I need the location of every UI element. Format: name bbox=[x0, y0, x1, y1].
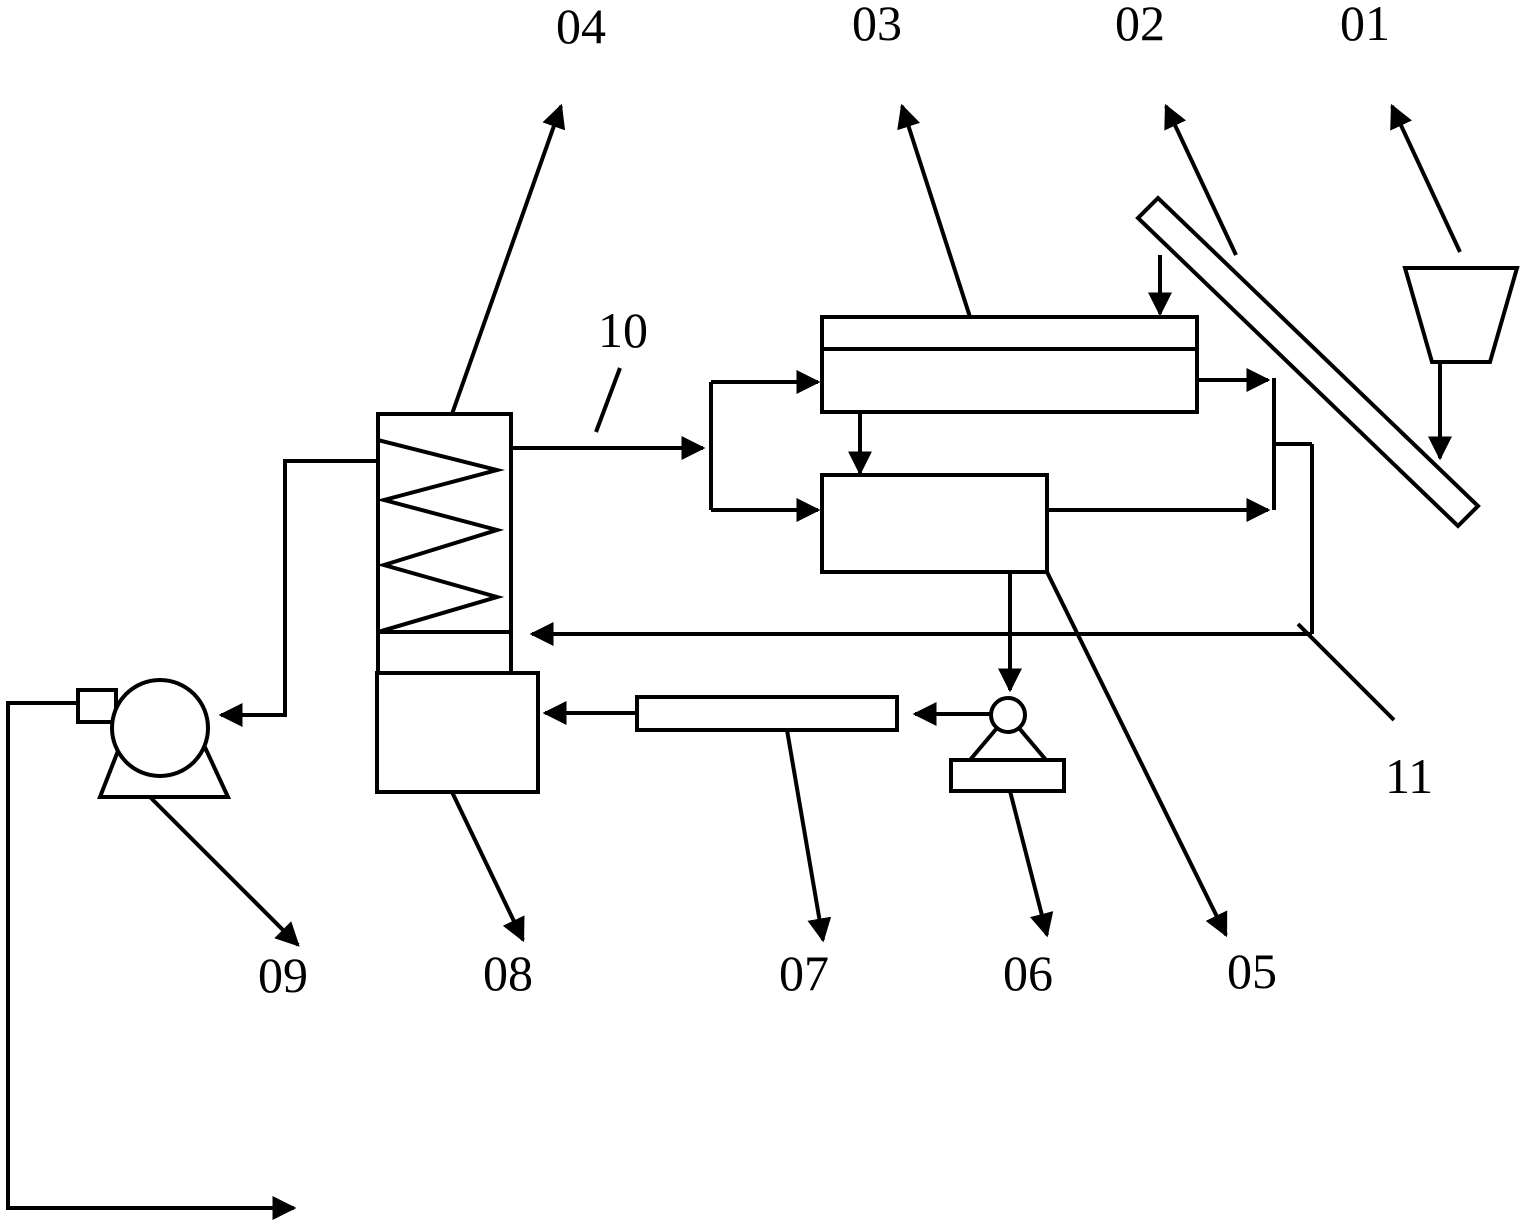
pump-06 bbox=[912, 572, 1066, 793]
hopper-01 bbox=[1402, 266, 1520, 461]
leader-lines bbox=[148, 103, 1462, 947]
tank-08 bbox=[375, 671, 540, 794]
inclined-conveyor-02 bbox=[1135, 195, 1481, 529]
label-10: 10 bbox=[598, 302, 648, 358]
line-11 bbox=[529, 368, 1314, 646]
label-06: 06 bbox=[1003, 945, 1053, 1001]
label-01: 01 bbox=[1340, 0, 1390, 51]
label-08: 08 bbox=[483, 945, 533, 1001]
unit-03 bbox=[820, 315, 1199, 414]
unit-07 bbox=[635, 695, 899, 732]
outlet-line bbox=[6, 701, 297, 1220]
label-07: 07 bbox=[779, 945, 829, 1001]
label-03: 03 bbox=[852, 0, 902, 51]
label-02: 02 bbox=[1115, 0, 1165, 51]
label-05: 05 bbox=[1227, 943, 1277, 999]
flow-04-to-09 bbox=[218, 459, 376, 727]
unit-05 bbox=[820, 473, 1049, 574]
label-04: 04 bbox=[556, 0, 606, 54]
label-09: 09 bbox=[258, 947, 308, 1003]
label-11: 11 bbox=[1385, 748, 1433, 804]
column-04 bbox=[376, 412, 513, 675]
pump-09 bbox=[76, 678, 232, 799]
